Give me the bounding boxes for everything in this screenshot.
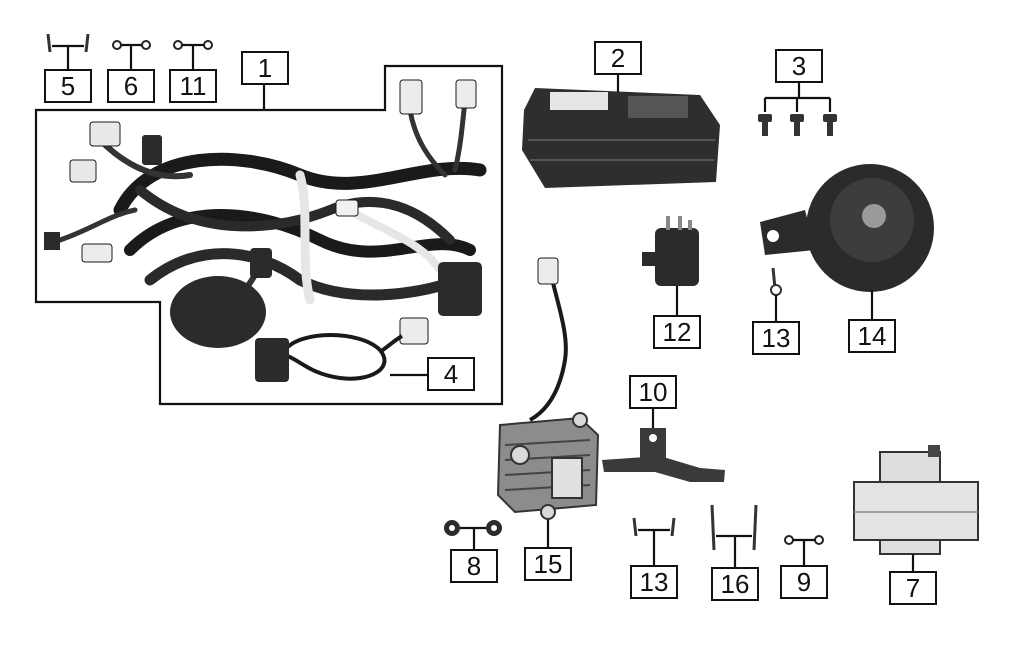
clip-part-6 [112, 40, 151, 50]
callout-8: 8 [450, 549, 498, 583]
svg-text:1: 1 [258, 53, 272, 83]
callout-6-leader [121, 43, 142, 70]
callout-9-leader [793, 538, 815, 566]
callout-8-leader [460, 526, 486, 550]
svg-text:9: 9 [797, 567, 811, 597]
callout-13-upper: 13 [752, 321, 800, 355]
wire-harness-part [57, 97, 487, 323]
callout-7: 7 [889, 571, 937, 605]
regulator-rectifier-part [496, 257, 600, 520]
callout-15: 15 [524, 547, 572, 581]
callout-12: 12 [653, 315, 701, 349]
svg-text:10: 10 [639, 377, 668, 407]
svg-text:4: 4 [444, 359, 458, 389]
sub-harness-part [255, 317, 429, 382]
callout-16-leader [716, 534, 752, 568]
horn-part [760, 164, 934, 292]
callout-9: 9 [780, 565, 828, 599]
callout-2: 2 [594, 41, 642, 75]
callout-6: 6 [107, 69, 155, 103]
callout-1: 1 [241, 51, 289, 85]
circuit-breaker-part [853, 445, 979, 555]
svg-text:5: 5 [61, 71, 75, 101]
svg-text:16: 16 [721, 569, 750, 599]
svg-text:8: 8 [467, 551, 481, 581]
callout-16: 16 [711, 567, 759, 601]
svg-text:7: 7 [906, 573, 920, 603]
bracket-part [602, 428, 725, 482]
svg-text:2: 2 [611, 43, 625, 73]
bolt-part-13-upper [770, 267, 782, 296]
bolt-part-16 [710, 504, 758, 551]
callout-11-leader [182, 43, 204, 70]
harness-connectors [44, 79, 482, 348]
svg-text:15: 15 [534, 549, 563, 579]
callout-13-lower: 13 [630, 565, 678, 599]
flasher-relay-part [642, 216, 699, 286]
callout-5: 5 [44, 69, 92, 103]
screws-part-3 [758, 114, 837, 136]
svg-text:12: 12 [663, 317, 692, 347]
callout-13-lower-leader [638, 528, 670, 566]
bolt-part-13-lower [632, 517, 676, 537]
svg-text:13: 13 [762, 323, 791, 353]
callout-5-leader [52, 44, 84, 70]
svg-text:6: 6 [124, 71, 138, 101]
callout-3: 3 [775, 49, 823, 83]
callout-4: 4 [427, 357, 475, 391]
ecu-box-part [522, 88, 720, 188]
callout-11: 11 [169, 69, 217, 103]
callout-3-leader [763, 82, 832, 112]
svg-text:14: 14 [858, 321, 887, 351]
svg-text:3: 3 [792, 51, 806, 81]
clip-part-8 [444, 520, 502, 536]
bolt-part-5 [46, 33, 90, 53]
svg-text:13: 13 [640, 567, 669, 597]
callout-14: 14 [848, 319, 896, 353]
callout-10: 10 [629, 375, 677, 409]
svg-text:11: 11 [180, 71, 207, 101]
harness-group-outline [34, 64, 504, 406]
